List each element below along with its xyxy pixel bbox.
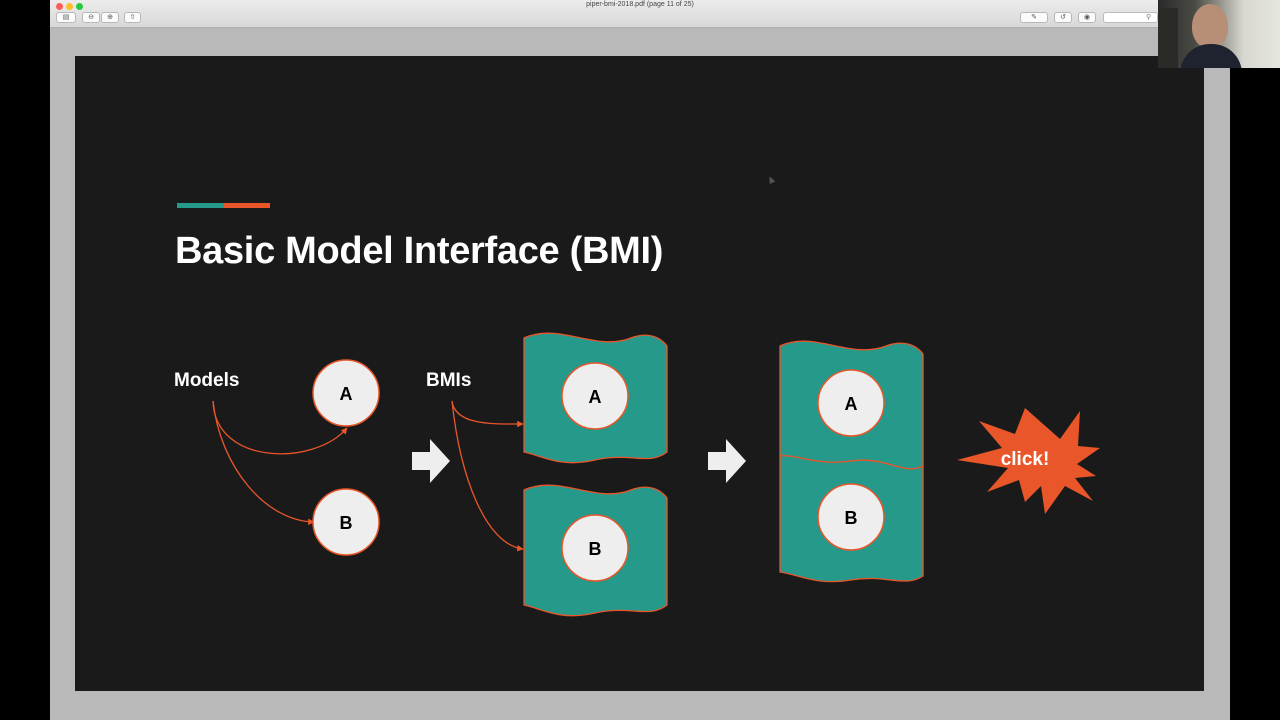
search-input[interactable]: ⚲: [1103, 12, 1158, 23]
share-button[interactable]: ⇧: [124, 12, 141, 23]
models-arrow-b: [212, 400, 315, 526]
slide: Basic Model Interface (BMI) Models BMIs …: [75, 56, 1204, 691]
accent-bar-teal: [177, 203, 224, 208]
combined-b-label: B: [845, 508, 858, 528]
markup-button[interactable]: ✎: [1020, 12, 1048, 23]
bmi-wrapper-b: B: [523, 484, 668, 617]
model-circle-a: A: [312, 359, 380, 427]
close-button[interactable]: [56, 3, 63, 10]
zoom-button[interactable]: [76, 3, 83, 10]
click-burst: click!: [957, 408, 1100, 514]
search-icon: ⚲: [1146, 14, 1152, 21]
title-bar: piper-bmi-2018.pdf (page 11 of 25) ▤ ⊖ ⊕…: [50, 0, 1230, 28]
pen-icon: ✎: [1031, 14, 1037, 21]
annotate-icon: ◉: [1083, 14, 1091, 21]
rotate-button[interactable]: ↺: [1054, 12, 1072, 23]
zoom-in-icon: ⊕: [107, 14, 113, 21]
bmi-b-label: B: [589, 539, 602, 559]
sidebar-icon: ▤: [62, 14, 70, 21]
bmi-wrapper-a: A: [523, 332, 668, 464]
bmis-arrow-b: [451, 400, 524, 552]
right-arrow-1: [412, 439, 450, 483]
bmis-label: BMIs: [426, 370, 472, 391]
combined-wrapper: A B: [779, 340, 924, 583]
zoom-in-button[interactable]: ⊕: [101, 12, 119, 23]
bmi-diagram: A B A B: [212, 332, 1100, 617]
webcam-overlay: [1158, 0, 1280, 68]
zoom-out-icon: ⊖: [88, 14, 94, 21]
accent-bar-orange: [224, 203, 270, 208]
right-arrow-2: [708, 439, 746, 483]
bmi-a-label: A: [589, 387, 602, 407]
combined-a-label: A: [845, 394, 858, 414]
click-burst-label: click!: [1001, 449, 1050, 470]
annotate-button[interactable]: ◉: [1078, 12, 1096, 23]
model-a-label: A: [340, 384, 353, 404]
model-circle-b: B: [312, 488, 380, 556]
minimize-button[interactable]: [66, 3, 73, 10]
model-b-label: B: [340, 513, 353, 533]
sidebar-toggle-button[interactable]: ▤: [56, 12, 76, 23]
pdf-viewer-window: piper-bmi-2018.pdf (page 11 of 25) ▤ ⊖ ⊕…: [50, 0, 1230, 720]
slide-title: Basic Model Interface (BMI): [175, 230, 664, 272]
window-title: piper-bmi-2018.pdf (page 11 of 25): [586, 1, 694, 8]
models-label: Models: [174, 370, 240, 391]
rotate-icon: ↺: [1060, 14, 1066, 21]
models-arrow-a: [212, 400, 348, 455]
presenter-video: [1192, 4, 1228, 48]
zoom-out-button[interactable]: ⊖: [82, 12, 100, 23]
bookshelf: [1158, 8, 1178, 68]
share-icon: ⇧: [129, 14, 136, 21]
presenter-shoulders: [1180, 44, 1242, 68]
bmis-arrow-a: [451, 400, 524, 428]
